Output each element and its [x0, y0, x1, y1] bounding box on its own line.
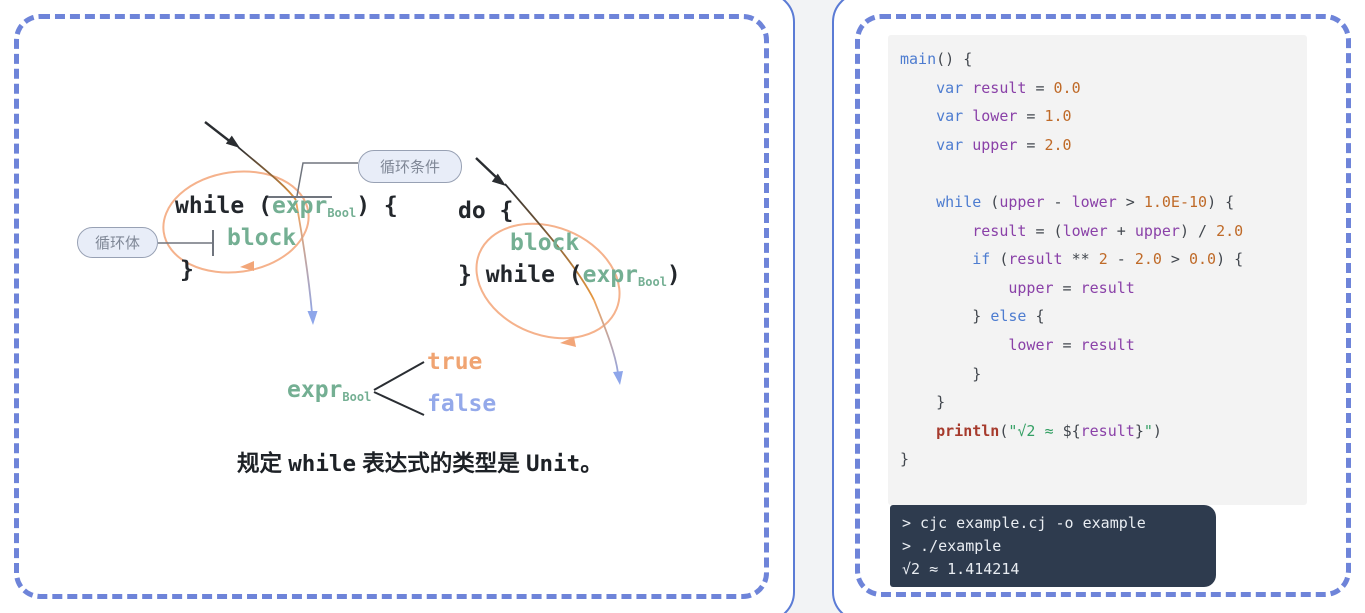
- do-while-loop-arrowhead-icon: [560, 337, 576, 347]
- code-line: result = (lower + upper) / 2.0: [972, 221, 1244, 240]
- code-line: var lower = 1.0: [936, 107, 1072, 126]
- code-line: println("√2 ≈ ${result}"): [936, 421, 1162, 440]
- entry-arrow-2: [475, 157, 498, 179]
- flow-line-2: [504, 183, 595, 301]
- flow-line-1: [237, 146, 297, 201]
- caption-code-term: while: [288, 451, 356, 477]
- code-line: if (result ** 2 - 2.0 > 0.0) {: [972, 250, 1244, 269]
- entry-arrow-1: [204, 121, 233, 144]
- slide-caption: 规定 while 表达式的类型是 Unit。: [237, 446, 603, 478]
- while-close-brace: }: [180, 257, 194, 283]
- branch-line-true: [373, 361, 425, 391]
- caption-code-term: Unit: [526, 451, 581, 477]
- do-while-keyword: } while (: [458, 262, 583, 288]
- while-loop-ellipse: [162, 170, 310, 274]
- while-expr: expr: [271, 193, 328, 219]
- code-line: }: [900, 450, 910, 469]
- caption-text: 。: [580, 451, 603, 476]
- entry-arrowhead-2-icon: [491, 173, 506, 186]
- do-while-expr-subscript: Bool: [638, 275, 667, 289]
- entry-arrowhead-1-icon: [225, 135, 240, 148]
- code-editor: main() { var result = 0.0 var lower = 1.…: [888, 35, 1307, 505]
- loop-condition-label: 循环条件: [379, 159, 440, 176]
- code-line: [900, 159, 1307, 188]
- exit-line-2: [593, 299, 619, 374]
- while-open-brace: ) {: [356, 193, 398, 219]
- do-open-line: do {: [458, 198, 514, 224]
- exit-arrowhead-2-icon: [613, 371, 623, 385]
- code-line: main() {: [900, 50, 973, 68]
- loop-body-pill: 循环体: [77, 227, 158, 258]
- right-dashed-frame: [855, 14, 1351, 597]
- terminal-line: > ./example: [902, 537, 1002, 555]
- while-loop-arrowhead-icon: [240, 261, 254, 271]
- loop-condition-pill: 循环条件: [358, 150, 462, 183]
- while-expr-subscript: Bool: [327, 206, 357, 220]
- do-while-syntax-line: } while (exprBool): [458, 259, 681, 298]
- branch-expr: expr: [287, 377, 343, 403]
- do-while-expr: expr: [582, 262, 639, 288]
- exit-arrowhead-1-icon: [307, 311, 318, 325]
- condition-callout-line: [296, 162, 358, 197]
- do-while-close-paren: ): [666, 262, 681, 288]
- branch-expr-subscript: Bool: [342, 390, 372, 404]
- do-while-loop-ellipse: [475, 222, 621, 340]
- left-slide-card: [0, 0, 795, 613]
- while-syntax-line: while (exprBool) {: [175, 190, 398, 229]
- do-block-text: block: [510, 230, 580, 256]
- branch-expr-line: exprBool: [287, 374, 371, 413]
- code-line: }: [900, 364, 982, 383]
- code-line: upper = result: [1008, 278, 1135, 297]
- code-line: } else {: [900, 307, 1045, 326]
- left-dashed-frame: [14, 14, 769, 599]
- exit-line-1: [295, 200, 313, 314]
- terminal-line: √2 ≈ 1.414214: [902, 560, 1020, 578]
- loop-body-label: 循环体: [94, 235, 140, 252]
- while-block-text: block: [227, 225, 297, 251]
- code-line: }: [900, 393, 946, 412]
- code-line: var upper = 2.0: [936, 135, 1072, 154]
- caption-text: 规定: [237, 451, 289, 476]
- branch-line-false: [373, 391, 425, 416]
- while-keyword: while (: [175, 193, 272, 219]
- flow-diagram-svg: [158, 121, 623, 416]
- terminal-line: > cjc example.cj -o example: [902, 514, 1146, 532]
- branch-false-text: false: [427, 391, 497, 417]
- terminal-output: > cjc example.cj -o example > ./example √2…: [890, 505, 1216, 587]
- code-line: lower = result: [1008, 335, 1135, 354]
- branch-true-text: true: [427, 349, 483, 375]
- code-line: while (upper - lower > 1.0E-10) {: [936, 192, 1235, 211]
- caption-text: 表达式的类型是: [356, 451, 527, 476]
- code-line: var result = 0.0: [936, 78, 1081, 97]
